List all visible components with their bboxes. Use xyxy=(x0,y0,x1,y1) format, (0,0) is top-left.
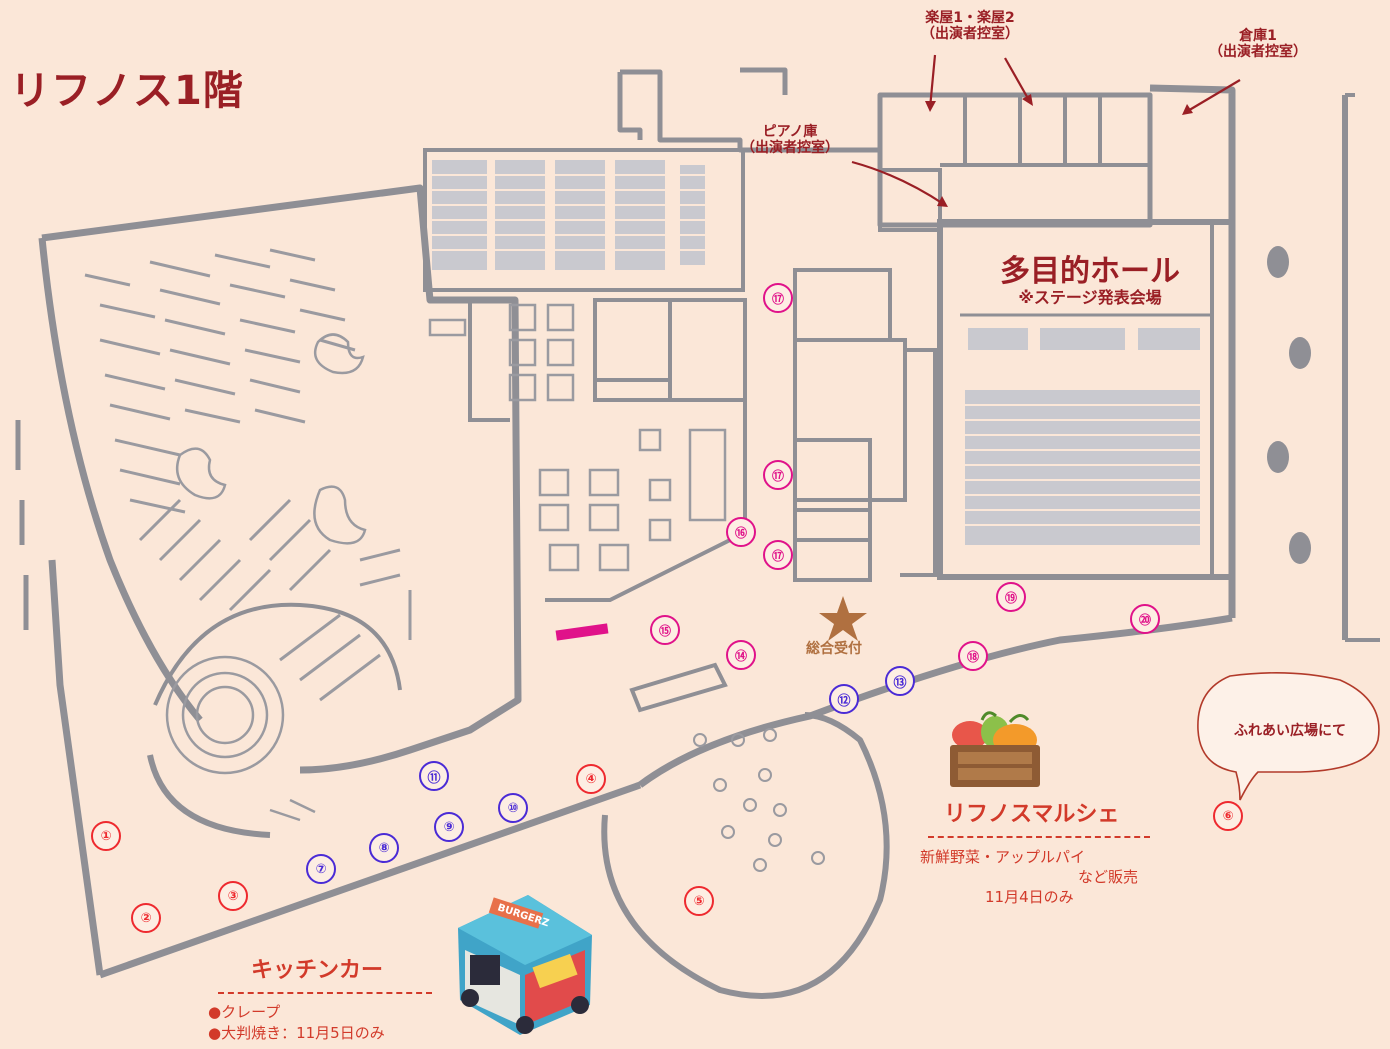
kitchen-car-item-2: ●大判焼き：11月5日のみ xyxy=(208,1024,385,1042)
columns xyxy=(1267,246,1311,564)
reception-label: 総合受付 xyxy=(806,641,862,657)
marche-divider xyxy=(928,836,1150,838)
marker-1[interactable]: ① xyxy=(91,821,121,851)
marker-19[interactable]: ⑲ xyxy=(996,582,1026,612)
gakuya-name: 楽屋1・楽屋2 xyxy=(925,10,1015,26)
marker-10[interactable]: ⑩ xyxy=(498,793,528,823)
gakuya-sub: （出演者控室） xyxy=(921,26,1019,43)
piano-sub: （出演者控室） xyxy=(741,140,839,157)
speech-bubble xyxy=(1197,672,1380,801)
marker-18[interactable]: ⑱ xyxy=(958,641,988,671)
hall-name: 多目的ホール xyxy=(1000,254,1180,289)
marker-2[interactable]: ② xyxy=(131,903,161,933)
seat-grids xyxy=(432,160,1200,545)
marker-8[interactable]: ⑧ xyxy=(369,833,399,863)
star-icon xyxy=(819,596,867,641)
marker-17c[interactable]: ⑰ xyxy=(763,540,793,570)
label-souko: 倉庫1 （出演者控室） xyxy=(1196,28,1320,60)
page-title: リフノス1階 xyxy=(10,68,244,114)
terrace-tables xyxy=(693,728,825,872)
entrance-mat xyxy=(555,623,609,641)
marker-14[interactable]: ⑭ xyxy=(726,640,756,670)
callout-arrows xyxy=(851,54,1241,206)
food-truck-icon: BURGERZ xyxy=(458,895,592,1035)
piano-name: ピアノ庫 xyxy=(762,124,818,140)
marker-12[interactable]: ⑫ xyxy=(829,684,859,714)
marker-9[interactable]: ⑨ xyxy=(434,812,464,842)
kitchen-car-item-1: ●クレープ xyxy=(208,1003,281,1021)
marker-17a[interactable]: ⑰ xyxy=(763,283,793,313)
marche-line1: 新鮮野菜・アップルパイ xyxy=(920,848,1086,866)
marker-13[interactable]: ⑬ xyxy=(885,666,915,696)
marker-15[interactable]: ⑮ xyxy=(650,615,680,645)
label-gakuya: 楽屋1・楽屋2 （出演者控室） xyxy=(890,10,1050,42)
marker-5[interactable]: ⑤ xyxy=(684,886,714,916)
fureai-text: ふれあい広場にて xyxy=(1234,723,1346,739)
library-shelves xyxy=(84,248,412,702)
souko-sub: （出演者控室） xyxy=(1209,44,1307,61)
arrow-heads xyxy=(925,94,1193,207)
marker-11[interactable]: ⑪ xyxy=(419,761,449,791)
interior-walls xyxy=(153,95,1235,713)
marche-title: リフノスマルシェ xyxy=(944,802,1120,827)
marker-3[interactable]: ③ xyxy=(218,881,248,911)
marker-20[interactable]: ⑳ xyxy=(1130,604,1160,634)
kitchen-car-title: キッチンカー xyxy=(251,958,384,983)
marker-16[interactable]: ⑯ xyxy=(726,517,756,547)
marker-17b[interactable]: ⑰ xyxy=(763,460,793,490)
marche-line3: 11月4日のみ xyxy=(985,888,1074,906)
seat-grid-lines xyxy=(432,174,1200,526)
marker-6[interactable]: ⑥ xyxy=(1213,801,1243,831)
hall-note: ※ステージ発表会場 xyxy=(1018,288,1162,307)
souko-name: 倉庫1 xyxy=(1239,28,1277,44)
label-piano: ピアノ庫 （出演者控室） xyxy=(728,124,852,156)
outer-walls xyxy=(15,67,1380,999)
vegetable-crate-icon xyxy=(950,711,1040,787)
marker-4[interactable]: ④ xyxy=(576,764,606,794)
kitchen-car-divider xyxy=(218,992,432,994)
marker-7[interactable]: ⑦ xyxy=(306,854,336,884)
marche-line2: など販売 xyxy=(1078,868,1139,886)
library-furniture xyxy=(147,303,727,838)
